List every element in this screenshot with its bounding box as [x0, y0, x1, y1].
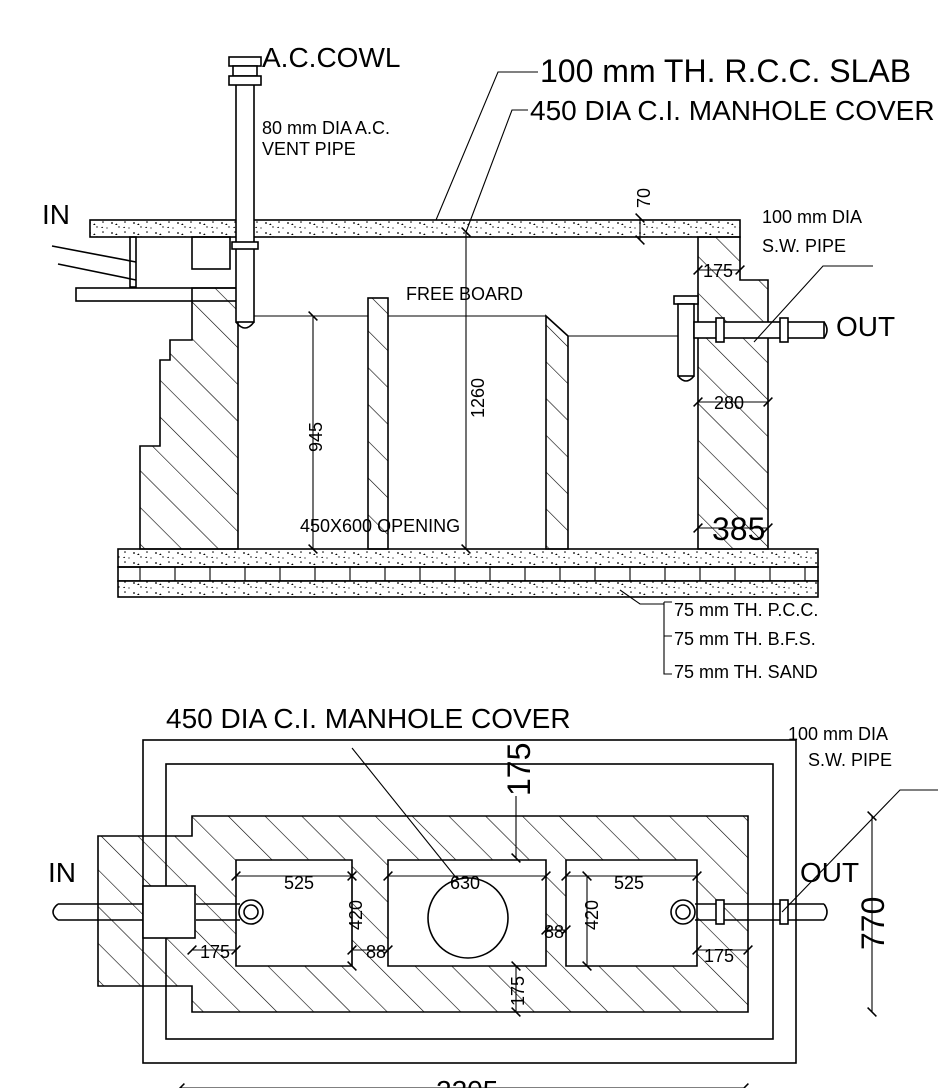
- plan-outlet-pipe: [670, 899, 828, 925]
- manhole-label: 450 DIA C.I. MANHOLE COVER: [530, 95, 935, 126]
- vent-pipe-label-2: VENT PIPE: [262, 139, 356, 159]
- layer-sand-label: 75 mm TH. SAND: [674, 662, 818, 682]
- sw-pipe-label-2: S.W. PIPE: [762, 236, 846, 256]
- plan-dim-ch3-width: 420: [582, 900, 602, 930]
- dim-depth-left: 945: [306, 422, 326, 452]
- baffle-wall-2: [545, 314, 569, 550]
- inlet-label: IN: [42, 199, 70, 230]
- rcc-slab: [89, 219, 741, 238]
- plan-dim-wall-bottom: 175: [508, 976, 528, 1006]
- plan-dim-ch2-length: 630: [450, 873, 480, 893]
- vent-pipe-label-1: 80 mm DIA A.C.: [262, 118, 390, 138]
- plan-dim-ch1-length: 525: [284, 873, 314, 893]
- plan-view: 450 DIA C.I. MANHOLE COVER 100 mm DIA S.…: [48, 703, 938, 1088]
- plan-sw-pipe-label-2: S.W. PIPE: [808, 750, 892, 770]
- plan-dim-ch1-width: 420: [346, 900, 366, 930]
- plan-dim-wall-right: 175: [704, 946, 734, 966]
- plan-sw-pipe-label-1: 100 mm DIA: [788, 724, 888, 744]
- free-board-label: FREE BOARD: [406, 284, 523, 304]
- cowl-icon: [228, 56, 262, 86]
- plan-dim-overall-length: 2205: [436, 1075, 498, 1088]
- dim-slab-thickness: 70: [634, 188, 654, 208]
- plan-dim-baffle-1: 88: [366, 942, 386, 962]
- dim-wall-mid: 280: [714, 393, 744, 413]
- plan-inlet-label: IN: [48, 857, 76, 888]
- vent-pipe: [231, 65, 259, 329]
- base-layers: [117, 548, 819, 598]
- outlet-tee: [673, 295, 828, 382]
- baffle-wall-1: [367, 297, 389, 550]
- slab-label: 100 mm TH. R.C.C. SLAB: [540, 53, 911, 89]
- plan-outlet-label: OUT: [800, 857, 859, 888]
- plan-dim-ch3-length: 525: [614, 873, 644, 893]
- opening-label: 450X600 OPENING: [300, 516, 460, 536]
- plan-manhole-label: 450 DIA C.I. MANHOLE COVER: [166, 703, 571, 734]
- plan-dim-width: 770: [855, 897, 891, 950]
- plan-inlet-pipe: [52, 885, 264, 939]
- dim-depth-mid: 1260: [468, 378, 488, 418]
- left-wall: [139, 287, 239, 550]
- sw-pipe-label-1: 100 mm DIA: [762, 207, 862, 227]
- plan-dim-baffle-2: 88: [544, 922, 564, 942]
- plan-dim-wall-left: 175: [200, 942, 230, 962]
- right-wall: [697, 236, 769, 550]
- cowl-label: A.C.COWL: [262, 42, 400, 73]
- layer-pcc-label: 75 mm TH. P.C.C.: [674, 600, 818, 620]
- dim-wall-top: 175: [703, 261, 733, 281]
- dim-wall-bottom: 385: [712, 511, 765, 547]
- plan-dim-wall-top: 175: [501, 743, 537, 796]
- layer-bfs-label: 75 mm TH. B.F.S.: [674, 629, 816, 649]
- outlet-label: OUT: [836, 311, 895, 342]
- section-view: A.C.COWL 80 mm DIA A.C. VENT PIPE 100 mm…: [42, 42, 935, 682]
